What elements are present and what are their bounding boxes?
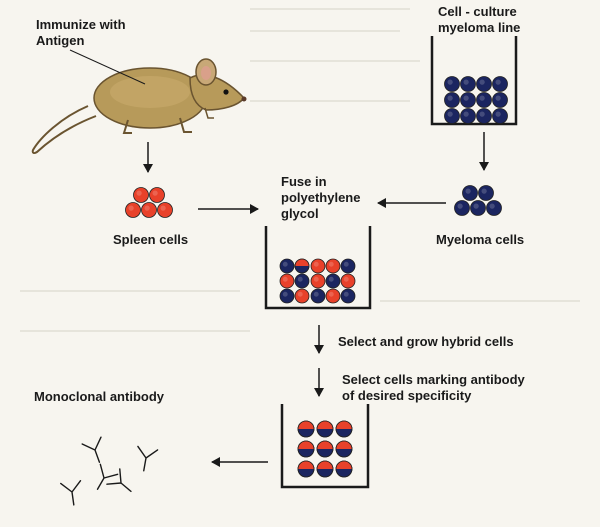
myeloma-cell [454, 200, 470, 216]
myeloma-cell [444, 92, 460, 108]
spleen-cell [294, 288, 310, 304]
mouse-illustration [31, 58, 247, 155]
myeloma-cell [462, 185, 478, 201]
culture-container [430, 36, 518, 126]
myeloma-cell [294, 273, 310, 289]
myeloma-cell [444, 76, 460, 92]
myeloma-cell [476, 108, 492, 124]
label-spleen-cells: Spleen cells [113, 232, 189, 247]
antibody [81, 436, 102, 463]
spleen-cell [141, 202, 157, 218]
antibody [137, 445, 159, 472]
myeloma-cell [460, 76, 476, 92]
hybrid-cell [297, 420, 315, 438]
myeloma-cell [325, 273, 341, 289]
spleen-cell [340, 273, 356, 289]
label-monoclonal: Monoclonal antibody [34, 389, 164, 404]
background-line [20, 290, 240, 292]
myeloma-cell [460, 108, 476, 124]
hybrid-cell [316, 440, 334, 458]
hybrid-cell [297, 440, 315, 458]
hybrid-cell [335, 420, 353, 438]
myeloma-cell [478, 185, 494, 201]
background-line [20, 330, 250, 332]
label-fuse-line3: glycol [281, 206, 319, 221]
fusion-cells [279, 258, 356, 304]
myeloma-cell [340, 258, 356, 274]
myeloma-cell [492, 76, 508, 92]
label-culture-line1: Cell - culture [438, 4, 517, 19]
myeloma-cell [444, 108, 460, 124]
label-select-mark-line2: of desired specificity [342, 388, 472, 403]
culture-cells [444, 76, 508, 124]
label-fuse-line2: polyethylene [281, 190, 361, 205]
spleen-cell [279, 273, 295, 289]
hybrid-cell [316, 420, 334, 438]
myeloma-cell [279, 258, 295, 274]
background-line [250, 30, 400, 32]
myeloma-cell [486, 200, 502, 216]
hybrid-cell [316, 460, 334, 478]
spleen-cell-cluster [125, 187, 173, 218]
hybrid-cell [294, 258, 310, 274]
myeloma-cell [476, 76, 492, 92]
background-line [380, 300, 580, 302]
myeloma-cell-cluster [454, 185, 502, 216]
antibody [106, 468, 132, 493]
myeloma-cell [340, 288, 356, 304]
label-culture-line2: myeloma line [438, 20, 521, 35]
myeloma-cell [460, 92, 476, 108]
hybrid-cell [335, 460, 353, 478]
spleen-cell [310, 258, 326, 274]
background-line [250, 100, 410, 102]
spleen-cell [133, 187, 149, 203]
spleen-cell [157, 202, 173, 218]
label-select-grow: Select and grow hybrid cells [338, 334, 514, 349]
myeloma-cell [476, 92, 492, 108]
hybrid-cells [297, 420, 353, 478]
label-immunize-line2: Antigen [36, 33, 85, 48]
monoclonal-antibodies [60, 436, 159, 506]
myeloma-cell [492, 92, 508, 108]
antibody [96, 463, 119, 490]
spleen-cell [325, 288, 341, 304]
label-myeloma-cells: Myeloma cells [436, 232, 525, 247]
antigen-pointer-line [69, 49, 146, 85]
antibody [60, 480, 82, 506]
myeloma-cell [279, 288, 295, 304]
background-line [250, 60, 420, 62]
hybrid-cell [335, 440, 353, 458]
hybrid-container [280, 404, 370, 489]
background-line [250, 8, 410, 10]
label-select-mark-line1: Select cells marking antibody [342, 372, 525, 387]
spleen-cell [149, 187, 165, 203]
spleen-cell [325, 258, 341, 274]
myeloma-cell [310, 288, 326, 304]
fusion-container [264, 226, 372, 310]
label-immunize-line1: Immunize with [36, 17, 126, 32]
myeloma-cell [470, 200, 486, 216]
label-fuse-line1: Fuse in [281, 174, 327, 189]
myeloma-cell [492, 108, 508, 124]
hybrid-cell [297, 460, 315, 478]
spleen-cell [125, 202, 141, 218]
spleen-cell [310, 273, 326, 289]
